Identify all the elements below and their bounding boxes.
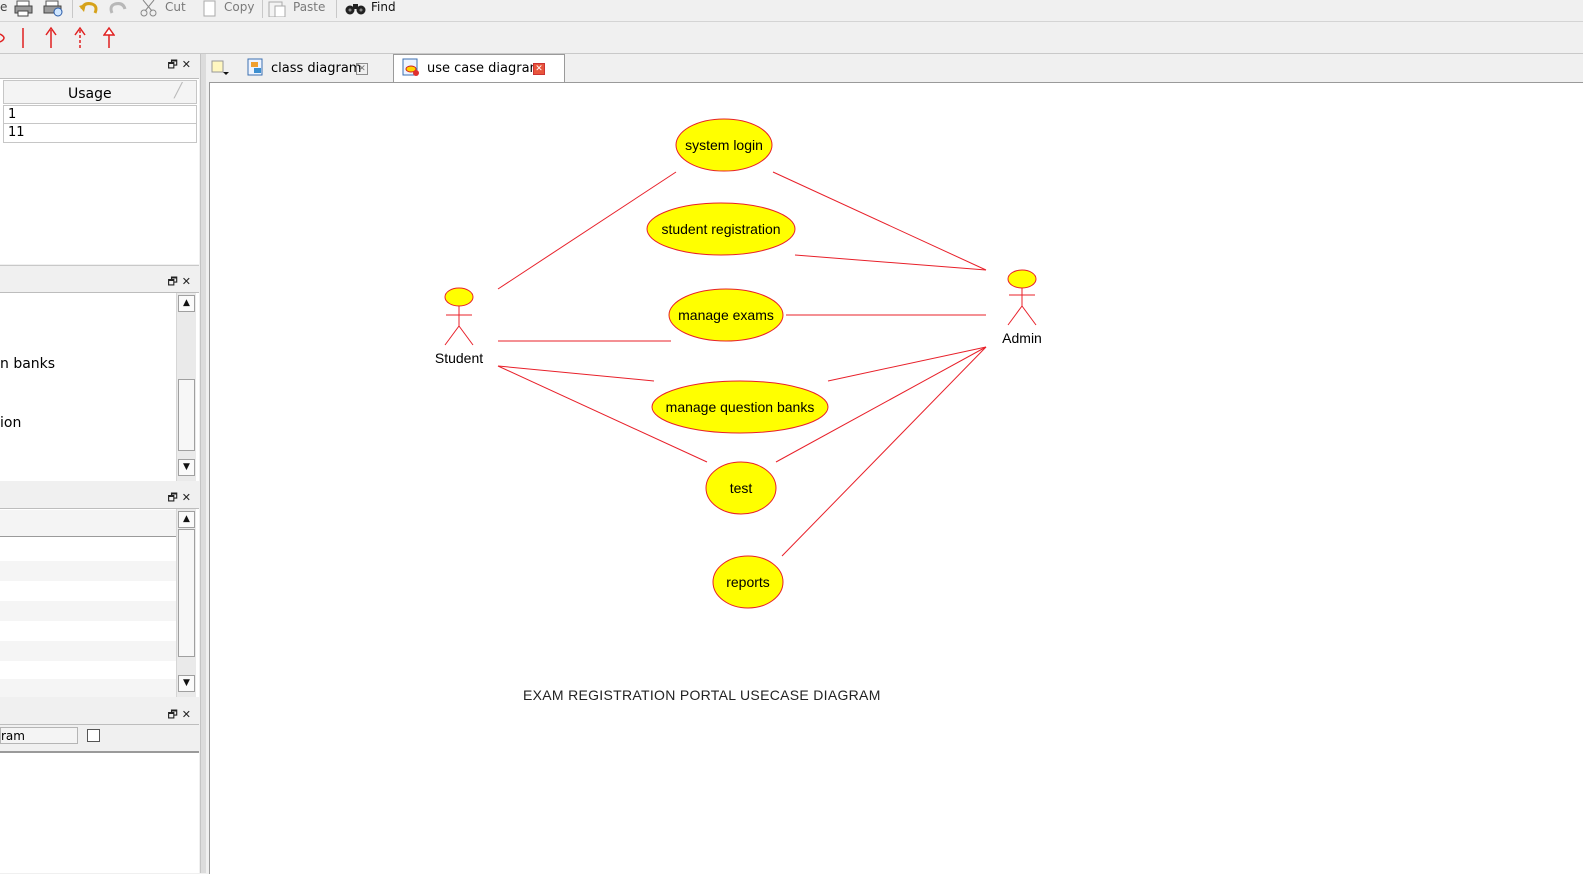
panel-restore-close-icons[interactable]: 🗗✕ — [167, 275, 195, 288]
tree-item[interactable]: n banks — [0, 356, 56, 372]
diagram-toolbar — [0, 22, 1583, 54]
model-tree: n banks ion ▲ ▼ — [0, 292, 199, 481]
paste-button[interactable]: Paste — [293, 0, 326, 14]
panel-header: 🗗✕ — [0, 705, 199, 721]
main-toolbar: e Cut Copy Paste Find — [0, 0, 1583, 22]
paste-icon[interactable] — [267, 0, 289, 18]
sort-triangle-icon: ╱ — [174, 83, 183, 99]
list-item[interactable] — [0, 679, 176, 697]
use-case-system-login[interactable]: system login — [675, 118, 773, 172]
list-header — [0, 510, 176, 537]
diagram-canvas[interactable]: Student Admin system login student regis… — [209, 82, 1583, 874]
panel-body — [0, 753, 199, 873]
use-case-label: manage question banks — [666, 399, 815, 415]
diagram-options-panel: ram — [0, 724, 199, 753]
vertical-scrollbar[interactable]: ▲ ▼ — [176, 293, 196, 481]
use-case-label: manage exams — [678, 307, 774, 323]
actor-student[interactable]: Student — [435, 287, 483, 366]
panel-header: 🗗✕ — [0, 55, 199, 71]
list-item[interactable] — [0, 601, 176, 621]
use-case-student-registration[interactable]: student registration — [646, 202, 796, 256]
panel-header: 🗗✕ — [0, 488, 199, 504]
table-row[interactable]: 11 — [3, 124, 197, 143]
diagram-name-field[interactable]: ram — [0, 727, 78, 744]
actor-admin[interactable]: Admin — [1002, 269, 1042, 346]
copy-icon[interactable] — [201, 0, 219, 17]
scroll-thumb[interactable] — [178, 379, 195, 451]
tree-item[interactable]: ion — [0, 415, 22, 431]
undo-icon[interactable] — [78, 0, 100, 17]
usage-cell: 11 — [8, 125, 25, 140]
association-line[interactable] — [497, 171, 677, 290]
actor-label-admin: Admin — [1002, 330, 1042, 346]
table-row[interactable]: 1 — [3, 105, 197, 124]
scroll-down-icon[interactable]: ▼ — [178, 675, 195, 692]
association-arrow-icon[interactable] — [45, 26, 57, 50]
vertical-scrollbar[interactable]: ▲ ▼ — [176, 509, 196, 697]
association-line[interactable] — [794, 254, 987, 271]
usage-table: Usage ╱ 1 11 — [0, 78, 199, 264]
properties-list: ▲ ▼ — [0, 508, 199, 697]
use-case-manage-question-banks[interactable]: manage question banks — [651, 380, 829, 434]
redo-icon[interactable] — [107, 0, 129, 17]
panel-restore-close-icons[interactable]: 🗗✕ — [167, 491, 195, 504]
scroll-up-icon[interactable]: ▲ — [178, 295, 195, 312]
left-dock: 🗗✕ Usage ╱ 1 11 🗗✕ n banks ion ▲ ▼ 🗗✕ — [0, 54, 206, 873]
dock-splitter[interactable] — [200, 54, 206, 873]
association-line[interactable] — [497, 365, 655, 382]
tab-label: class diagram — [271, 61, 362, 76]
binoculars-icon[interactable] — [345, 0, 367, 17]
class-diagram-icon — [247, 58, 267, 78]
association-line[interactable] — [827, 346, 987, 382]
usage-column-header[interactable]: Usage ╱ — [3, 80, 197, 104]
tab-label: use case diagram — [427, 61, 543, 76]
tab-use-case-diagram[interactable]: use case diagram ✕ — [393, 54, 565, 82]
cut-button[interactable]: Cut — [165, 0, 186, 14]
scroll-up-icon[interactable]: ▲ — [178, 511, 195, 528]
use-case-label: system login — [685, 137, 763, 153]
use-case-label: test — [730, 480, 753, 496]
cut-icon[interactable] — [140, 0, 160, 17]
panel-restore-close-icons[interactable]: 🗗✕ — [167, 58, 195, 71]
panel-divider — [0, 265, 199, 271]
print-icon[interactable] — [14, 0, 34, 17]
association-lines — [497, 171, 987, 557]
line-tool-icon[interactable] — [17, 26, 29, 50]
list-item[interactable] — [0, 641, 176, 661]
use-case-manage-exams[interactable]: manage exams — [668, 288, 784, 342]
scroll-down-icon[interactable]: ▼ — [178, 459, 195, 476]
generalization-arrow-icon[interactable] — [102, 26, 116, 50]
panel-header: 🗗✕ — [0, 272, 199, 288]
usage-header-label: Usage — [68, 86, 112, 102]
print-preview-icon[interactable] — [43, 0, 65, 17]
find-button[interactable]: Find — [371, 0, 396, 14]
use-case-diagram: Student Admin system login student regis… — [435, 118, 1042, 703]
tab-class-diagram[interactable]: class diagram ✕ — [239, 55, 388, 81]
usage-cell: 1 — [8, 107, 17, 122]
copy-button[interactable]: Copy — [224, 0, 255, 14]
panel-restore-close-icons[interactable]: 🗗✕ — [167, 708, 195, 721]
option-checkbox[interactable] — [87, 729, 100, 742]
close-icon[interactable]: ✕ — [533, 63, 545, 75]
use-case-diagram-icon — [402, 58, 422, 78]
tool-cut-off-icon[interactable] — [0, 28, 10, 48]
association-line[interactable] — [781, 346, 987, 557]
association-line[interactable] — [775, 346, 987, 463]
association-line[interactable] — [772, 171, 987, 271]
use-case-label: reports — [726, 574, 770, 590]
use-case-reports[interactable]: reports — [712, 555, 784, 609]
scroll-thumb[interactable] — [178, 529, 195, 657]
new-diagram-dropdown-icon[interactable] — [210, 58, 232, 78]
actor-label-student: Student — [435, 350, 483, 366]
dependency-arrow-icon[interactable] — [74, 26, 86, 50]
toolbar-cut-off-glyph: e — [0, 0, 8, 14]
diagram-caption: EXAM REGISTRATION PORTAL USECASE DIAGRAM — [523, 687, 881, 703]
use-case-test[interactable]: test — [705, 461, 777, 515]
use-case-label: student registration — [661, 221, 780, 237]
close-icon[interactable]: ✕ — [356, 63, 368, 75]
diagram-name-text: ram — [1, 729, 25, 743]
list-item[interactable] — [0, 561, 176, 581]
association-line[interactable] — [497, 365, 708, 463]
